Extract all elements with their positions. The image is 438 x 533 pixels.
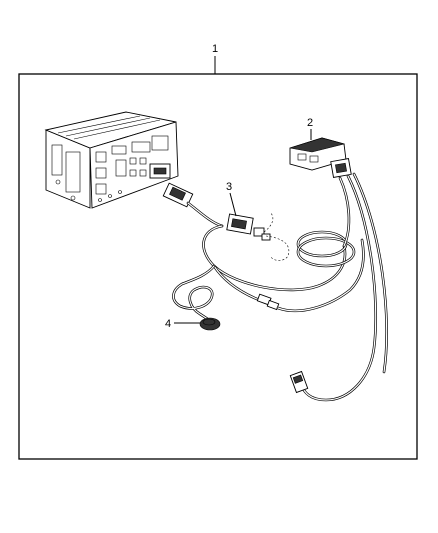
svg-text:3: 3 [226,181,232,193]
wiring-harness[interactable] [162,172,388,402]
callout-3[interactable]: 3 [226,181,237,217]
svg-text:1: 1 [212,43,218,55]
control-module[interactable] [289,137,352,178]
inline-connector [256,293,280,311]
callout-4[interactable]: 4 [165,318,200,330]
svg-text:4: 4 [165,318,171,330]
radio-head-unit[interactable] [44,111,179,209]
svg-text:2: 2 [307,117,313,129]
antenna-assembly[interactable] [172,264,221,331]
diagram-frame [18,73,418,460]
radio-connector [162,182,194,208]
bottom-plug-connector [289,370,309,394]
callout-2[interactable]: 2 [307,117,313,140]
pigtail-connectors [253,211,290,261]
harness-junction-connector [226,213,254,235]
callout-1[interactable]: 1 [212,43,218,74]
